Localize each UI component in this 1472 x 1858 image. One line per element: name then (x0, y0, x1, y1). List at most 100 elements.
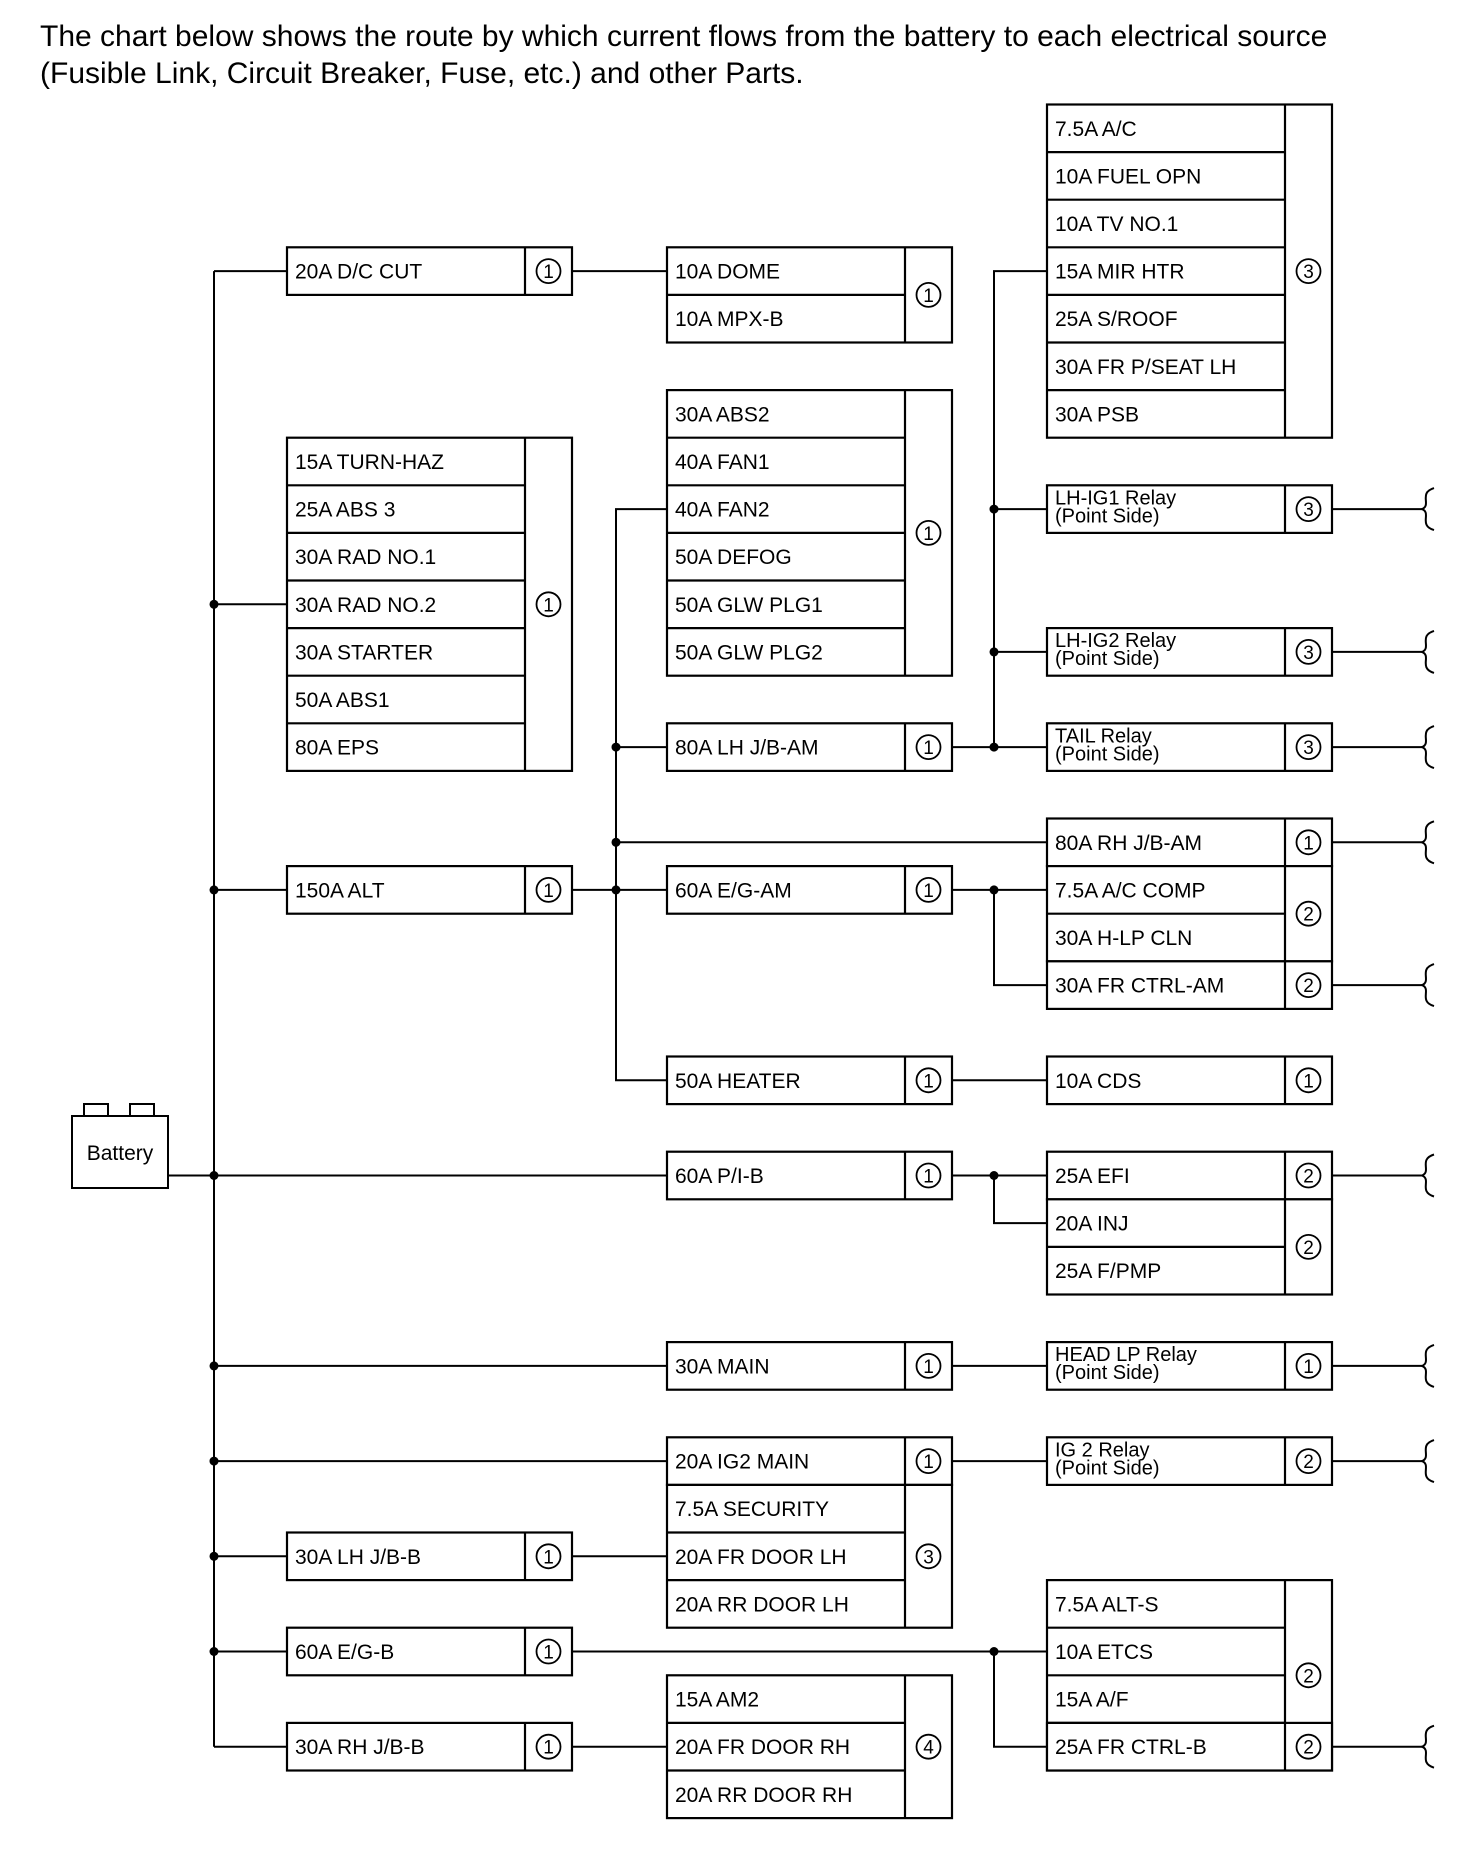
fuse-group-lhig1: LH-IG1 Relay(Point Side)3 (1047, 485, 1332, 533)
fuse-label: 7.5A A/C COMP (1055, 879, 1206, 902)
egam-bus (994, 890, 1047, 985)
fuse-label: 20A FR DOOR RH (675, 1736, 850, 1759)
continuation-break-icon (1422, 1440, 1434, 1482)
circle-number: 2 (1303, 1666, 1314, 1687)
junction-dot (612, 743, 621, 752)
pib-bus (994, 1176, 1047, 1224)
junction-dot (612, 885, 621, 894)
battery: Battery (72, 1104, 168, 1188)
fuse-label: 80A LH J/B-AM (675, 737, 819, 760)
fuse-label: 50A ABS1 (295, 689, 390, 712)
fuse-label: 30A FR P/SEAT LH (1055, 356, 1236, 379)
fuse-label: 20A RR DOOR RH (675, 1784, 852, 1807)
fuse-group-cds: 10A CDS 1 (1047, 1057, 1332, 1105)
fuse-label: 40A FAN2 (675, 499, 770, 522)
fuse-group-lhig2: LH-IG2 Relay(Point Side)3 (1047, 628, 1332, 676)
fuse-label: 20A D/C CUT (295, 261, 422, 284)
fuse-label: 30A MAIN (675, 1355, 770, 1378)
fuse-group-efi: 25A EFI2 (1047, 1152, 1332, 1200)
circle-number: 1 (923, 1071, 934, 1092)
circle-number: 3 (923, 1547, 934, 1568)
fuse-group-egam: 60A E/G-AM1 (667, 866, 952, 914)
continuation-break-icon (1422, 821, 1434, 863)
fuse-label: 30A RH J/B-B (295, 1736, 425, 1759)
fuse-group-lhjbam: 80A LH J/B-AM 1 (667, 723, 952, 771)
fuse-label: 25A F/PMP (1055, 1260, 1161, 1283)
circle-number: 1 (923, 738, 934, 759)
fuse-group-dome: 10A DOME10A MPX-B1 (667, 247, 952, 342)
junction-dot (990, 885, 999, 894)
fuse-group-heater: 50A HEATER 1 (667, 1057, 952, 1105)
fuse-label: 20A FR DOOR LH (675, 1546, 847, 1569)
fuse-group-ac: 7.5A A/C10A FUEL OPN10A TV NO.115A MIR H… (1047, 105, 1332, 438)
fuse-label: 7.5A A/C (1055, 118, 1137, 141)
fuse-label: 10A CDS (1055, 1070, 1141, 1093)
fuse-group-rhjbam: 80A RH J/B-AM1 (1047, 819, 1332, 867)
circle-number: 1 (923, 881, 934, 902)
junction-dot (210, 885, 219, 894)
fuse-label: 15A MIR HTR (1055, 261, 1185, 284)
fuse-label: 15A A/F (1055, 1689, 1129, 1712)
battery-terminal-negative (84, 1104, 108, 1116)
fuse-group-alt: 150A ALT1 (287, 866, 572, 914)
fuse-group-lhjbb: 30A LH J/B-B 1 (287, 1533, 572, 1581)
fuse-group-rhjbb: 30A RH J/B-B 1 (287, 1723, 572, 1771)
fuse-group-frctrlb: 25A FR CTRL-B2 (1047, 1723, 1332, 1771)
junction-dot (210, 1171, 219, 1180)
circle-number: 2 (1303, 976, 1314, 997)
fuse-label: 30A LH J/B-B (295, 1546, 421, 1569)
fuse-label: 50A GLW PLG2 (675, 641, 823, 664)
junction-dot (990, 647, 999, 656)
fuse-label: 50A HEATER (675, 1070, 801, 1093)
junction-dot (210, 1552, 219, 1561)
fuse-label: 7.5A ALT-S (1055, 1593, 1159, 1616)
fuse-label: 15A TURN-HAZ (295, 451, 444, 474)
circle-number: 2 (1303, 1452, 1314, 1473)
relay-label: TAIL Relay(Point Side) (1055, 725, 1160, 765)
circle-number: 1 (543, 881, 554, 902)
fuse-label: 50A DEFOG (675, 546, 792, 569)
circle-number: 1 (543, 1643, 554, 1664)
fuse-group-abs2: 30A ABS2 40A FAN1 40A FAN2 50A DEFOG 50A GLW… (667, 390, 952, 676)
egb-bus (994, 1652, 1047, 1747)
circle-number: 2 (1303, 905, 1314, 926)
fuse-label: 40A FAN1 (675, 451, 770, 474)
continuation-break-icon (1422, 488, 1434, 530)
fuse-label: 25A FR CTRL-B (1055, 1736, 1207, 1759)
fuse-group-ig2main: 20A IG2 MAIN1 (667, 1437, 952, 1485)
circle-number: 1 (923, 1357, 934, 1378)
circle-number: 1 (1303, 833, 1314, 854)
fuse-label: 30A PSB (1055, 403, 1139, 426)
fuse-label: 25A ABS 3 (295, 499, 395, 522)
circle-number: 3 (1303, 500, 1314, 521)
fuse-group-ig2relay: IG 2 Relay(Point Side)2 (1047, 1437, 1332, 1485)
circle-number: 1 (1303, 1357, 1314, 1378)
fuse-group-am2: 15A AM220A FR DOOR RH20A RR DOOR RH4 (667, 1675, 952, 1818)
junction-dot (210, 1457, 219, 1466)
continuation-break-icon (1422, 1155, 1434, 1197)
fuse-label: 10A FUEL OPN (1055, 165, 1201, 188)
fuse-group-main: 30A MAIN 1 (667, 1342, 952, 1390)
circle-number: 3 (1303, 262, 1314, 283)
circle-number: 1 (923, 524, 934, 545)
circle-number: 3 (1303, 643, 1314, 664)
fuse-label: 60A P/I-B (675, 1165, 764, 1188)
circle-number: 1 (543, 595, 554, 616)
fuse-label: 15A AM2 (675, 1689, 759, 1712)
circle-number: 1 (543, 1547, 554, 1568)
fuse-label: 80A EPS (295, 737, 379, 760)
circle-number: 1 (543, 262, 554, 283)
fuse-label: 7.5A SECURITY (675, 1498, 829, 1521)
fuse-label: 30A ABS2 (675, 403, 770, 426)
circle-number: 1 (543, 1738, 554, 1759)
fuse-group-frctrlam: 30A FR CTRL-AM2 (1047, 961, 1332, 1009)
junction-dot (210, 1361, 219, 1370)
circle-number: 2 (1303, 1238, 1314, 1259)
fuse-label: 20A INJ (1055, 1213, 1129, 1236)
circle-number: 1 (1303, 1071, 1314, 1092)
battery-label: Battery (87, 1142, 154, 1165)
fuse-group-accomp: 7.5A A/C COMP30A H-LP CLN2 (1047, 866, 1332, 961)
fuse-group-inj: 20A INJ 25A F/PMP 2 (1047, 1199, 1332, 1294)
fuse-group-pib: 60A P/I-B1 (667, 1152, 952, 1200)
